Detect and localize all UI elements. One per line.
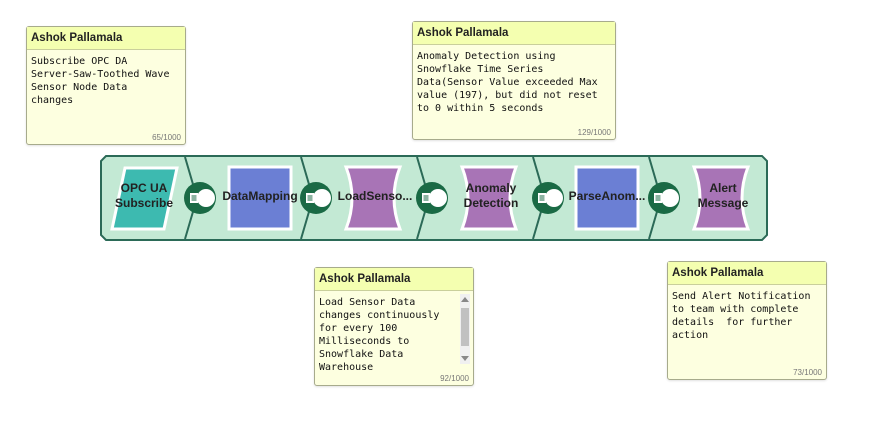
snap-opc-ua-subscribe[interactable] (110, 166, 179, 231)
snap-label-alert-message[interactable]: Alert Message (697, 181, 749, 210)
connector-3[interactable] (416, 182, 448, 214)
scroll-up-icon[interactable] (461, 297, 469, 302)
snap-datamapping[interactable] (227, 165, 293, 231)
snap-label-loadsensor[interactable]: LoadSenso... (337, 189, 413, 203)
note-text[interactable]: Send Alert Notification to team with com… (672, 291, 811, 341)
note-alert-notification[interactable]: Ashok Pallamala Send Alert Notification … (667, 261, 827, 380)
note-char-count: 73/1000 (793, 368, 822, 377)
connector-4[interactable] (532, 182, 564, 214)
note-load-sensor[interactable]: Ashok Pallamala Load Sensor Data changes… (314, 267, 474, 386)
note-char-count: 129/1000 (577, 128, 611, 137)
note-anomaly-detection[interactable]: Ashok Pallamala Anomaly Detection using … (412, 21, 616, 140)
snap-anomaly-detection[interactable] (459, 165, 519, 231)
snap-label-opc-ua-subscribe[interactable]: OPC UA Subscribe (114, 181, 174, 210)
note-scrollbar[interactable] (460, 294, 470, 364)
snap-label-anomaly-detection[interactable]: Anomaly Detection (463, 181, 519, 210)
note-author: Ashok Pallamala (413, 22, 615, 45)
connector-1[interactable] (184, 182, 216, 214)
snap-label-datamapping[interactable]: DataMapping (222, 189, 298, 203)
note-author: Ashok Pallamala (315, 268, 473, 291)
note-author: Ashok Pallamala (27, 27, 185, 50)
snap-parseanomaly[interactable] (574, 165, 640, 231)
note-author: Ashok Pallamala (668, 262, 826, 285)
snap-loadsensor[interactable] (343, 165, 403, 231)
note-char-count: 92/1000 (440, 374, 469, 383)
note-char-count: 65/1000 (152, 133, 181, 142)
note-text[interactable]: Anomaly Detection using Snowflake Time S… (417, 51, 598, 114)
connector-5[interactable] (648, 182, 680, 214)
connector-2[interactable] (300, 182, 332, 214)
note-text[interactable]: Subscribe OPC DA Server-Saw-Toothed Wave… (31, 56, 170, 106)
snap-label-parseanomaly[interactable]: ParseAnom... (568, 189, 646, 203)
note-opc-subscribe[interactable]: Ashok Pallamala Subscribe OPC DA Server-… (26, 26, 186, 145)
note-text[interactable]: Load Sensor Data changes continuously fo… (319, 297, 440, 373)
scroll-thumb[interactable] (461, 308, 469, 346)
scroll-down-icon[interactable] (461, 356, 469, 361)
snap-alert-message[interactable] (691, 165, 751, 231)
